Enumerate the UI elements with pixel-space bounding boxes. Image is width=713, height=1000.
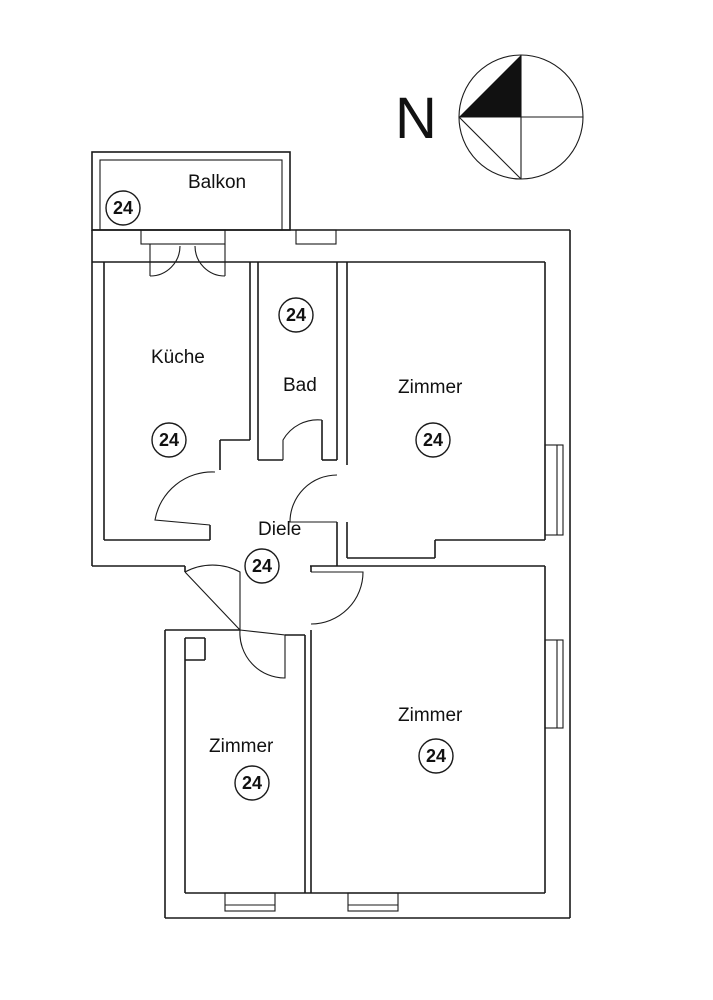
compass-north-arrow-icon xyxy=(459,55,521,117)
zimmer3-door xyxy=(239,629,286,679)
window-zimmer-1 xyxy=(544,444,564,536)
zimmer2-badge-text: 24 xyxy=(426,746,446,766)
zimmer1-door xyxy=(289,474,338,523)
kueche-badge xyxy=(151,422,187,458)
diele-badge xyxy=(244,548,280,584)
zimmer3-label: Zimmer xyxy=(209,736,274,757)
zimmer1-badge xyxy=(415,422,451,458)
zimmer1-label: Zimmer xyxy=(398,377,463,398)
diele-label: Diele xyxy=(258,519,301,540)
compass-diagonal xyxy=(458,116,522,180)
window-zimmer-3 xyxy=(224,892,276,912)
entry-door xyxy=(184,564,241,632)
walls xyxy=(91,151,571,919)
zimmer3-badge xyxy=(234,765,270,801)
kueche-label: Küche xyxy=(151,347,205,368)
kueche-door xyxy=(154,471,216,526)
north-label: N xyxy=(395,86,437,151)
balkon-label: Balkon xyxy=(188,172,246,193)
zimmer3-badge-text: 24 xyxy=(242,773,262,793)
balkon-badge-text: 24 xyxy=(113,198,133,218)
balkon-badge xyxy=(105,190,141,226)
room-badges: 24 24 24 24 24 24 24 xyxy=(105,190,454,801)
zimmer2-door xyxy=(310,571,364,625)
window-zimmer-2-bottom xyxy=(347,892,399,912)
bad-badge-text: 24 xyxy=(286,305,306,325)
kueche-badge-text: 24 xyxy=(159,430,179,450)
doors xyxy=(149,244,364,679)
zimmer2-badge xyxy=(418,738,454,774)
bad-door xyxy=(282,419,323,460)
bad-label: Bad xyxy=(283,375,317,396)
balkon-door-left xyxy=(149,244,181,277)
bad-badge xyxy=(278,297,314,333)
zimmer1-badge-text: 24 xyxy=(423,430,443,450)
diele-badge-text: 24 xyxy=(252,556,272,576)
window-bad xyxy=(295,229,337,245)
compass-rose: N xyxy=(395,54,584,180)
balkon-door-right xyxy=(194,244,226,277)
zimmer2-label: Zimmer xyxy=(398,705,463,726)
window-kueche xyxy=(140,229,226,245)
window-zimmer-2 xyxy=(544,639,564,729)
